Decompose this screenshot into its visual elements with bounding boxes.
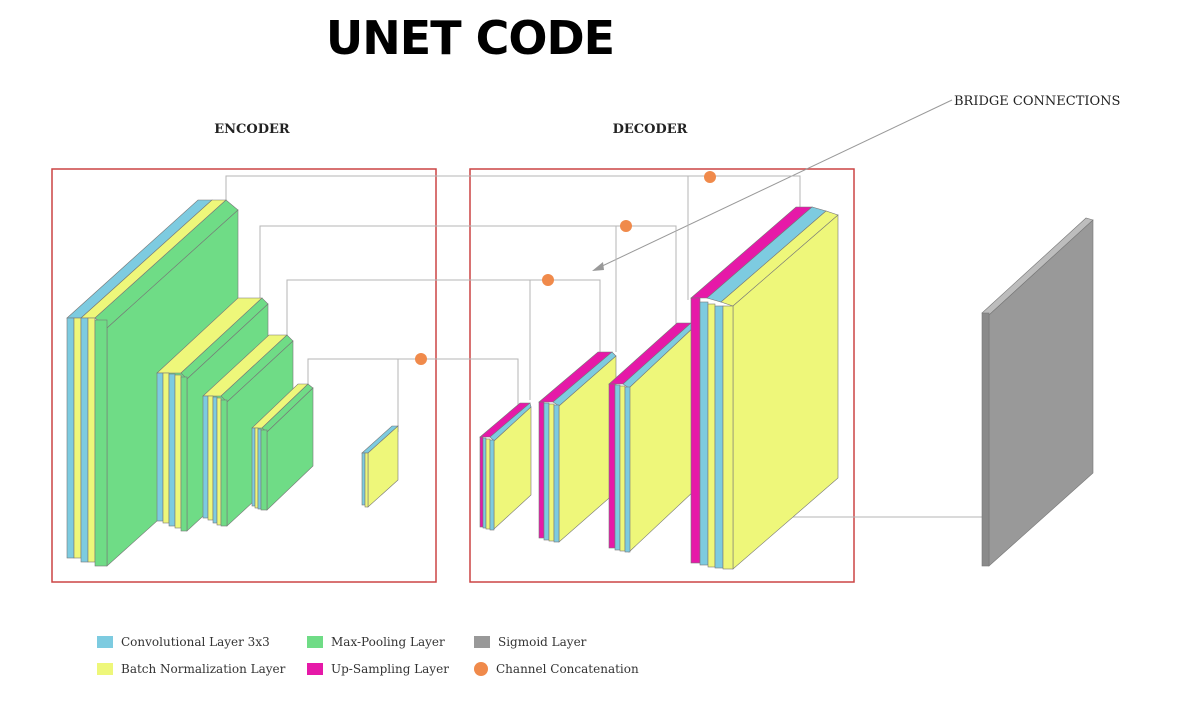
- page-title: UNET CODE: [325, 11, 615, 65]
- legend-item-concat: Channel Concatenation: [474, 661, 639, 677]
- concat-dot-swatch: [474, 662, 488, 676]
- legend-item-sigmoid: Sigmoid Layer: [474, 634, 586, 650]
- legend-label-conv: Convolutional Layer 3x3: [121, 635, 270, 649]
- encoder-frame: [51, 168, 437, 583]
- legend-label-maxpool: Max-Pooling Layer: [331, 635, 445, 649]
- upsample-swatch: [307, 663, 323, 675]
- batchnorm-swatch: [97, 663, 113, 675]
- sigmoid-swatch: [474, 636, 490, 648]
- bridge-arrow-line: [597, 99, 953, 269]
- legend-item-conv: Convolutional Layer 3x3: [97, 634, 270, 650]
- decoder-frame: [469, 168, 855, 583]
- sigmoid-layer: [981, 217, 1094, 567]
- legend-item-upsample: Up-Sampling Layer: [307, 661, 449, 677]
- concat-dot-3: [542, 274, 554, 286]
- bottleneck-block: [361, 425, 399, 508]
- legend-label-batchnorm: Batch Normalization Layer: [121, 662, 286, 676]
- concat-dot-2: [620, 220, 632, 232]
- legend-item-batchnorm: Batch Normalization Layer: [97, 661, 285, 677]
- bridge-arrow-head: [592, 262, 604, 271]
- concat-dot-1: [704, 171, 716, 183]
- encoder-block-4: [251, 383, 314, 511]
- conv-swatch: [97, 636, 113, 648]
- maxpool-swatch: [307, 636, 323, 648]
- decoder-label: DECODER: [613, 122, 688, 137]
- legend-label-sigmoid: Sigmoid Layer: [498, 635, 587, 649]
- decoder-block-2: [538, 351, 617, 543]
- concat-dot-4: [415, 353, 427, 365]
- encoder-label: ENCODER: [214, 122, 290, 137]
- skip-connections: [225, 175, 982, 518]
- decoder-block-4: [690, 206, 839, 570]
- bridge-connections-label: BRIDGE CONNECTIONS: [954, 94, 1120, 109]
- decoder-block-1: [479, 402, 532, 531]
- legend-label-upsample: Up-Sampling Layer: [331, 662, 449, 676]
- legend-item-maxpool: Max-Pooling Layer: [307, 634, 445, 650]
- decoder-block-3: [608, 322, 695, 553]
- legend-label-concat: Channel Concatenation: [496, 662, 639, 676]
